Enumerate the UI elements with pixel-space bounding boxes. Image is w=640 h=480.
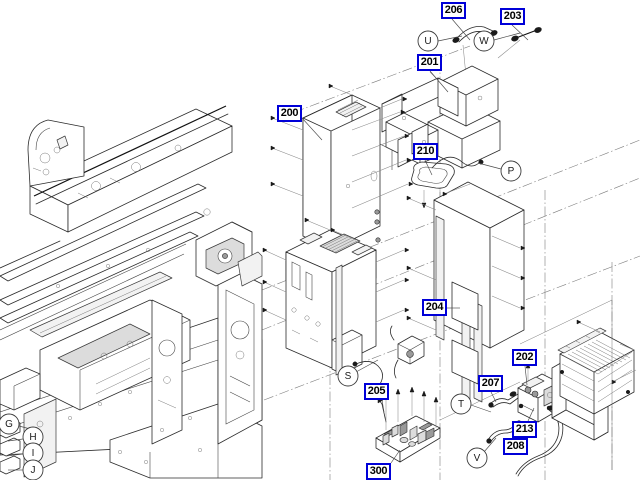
- balloon-circle-W: [473, 30, 495, 52]
- leader-300: [390, 449, 401, 464]
- part-label-202: 202: [512, 349, 537, 366]
- frame-fastener-details: [56, 248, 202, 464]
- part-label-213: 213: [512, 421, 537, 438]
- balloon-leader-T: [470, 404, 492, 413]
- balloon-V: V: [466, 447, 488, 469]
- cable-to-balloon-P: [431, 156, 484, 169]
- leader-206: [451, 18, 471, 41]
- balloon-W: W: [473, 30, 495, 52]
- leader-202: [524, 365, 528, 386]
- balloon-circle-S: [337, 365, 359, 387]
- lower-right-boundary: [439, 299, 613, 470]
- balloon-leader-P: [477, 162, 502, 170]
- control-enclosure: [262, 217, 410, 376]
- part-label-210: 210: [413, 143, 438, 160]
- balloon-leader-I: [5, 453, 24, 457]
- part-label-300: 300: [366, 463, 391, 480]
- balloon-label-G: G: [5, 419, 13, 430]
- balloon-label-U: U: [424, 36, 431, 47]
- balloon-callouts: U W P S T V G HIJ: [0, 30, 522, 480]
- left-end-plate: [27, 119, 85, 187]
- fastener-203: [497, 27, 542, 59]
- platen-rails: [0, 183, 207, 341]
- balloon-I: I: [22, 442, 44, 464]
- leader-203: [511, 24, 529, 41]
- leader-213: [527, 407, 535, 422]
- balloon-leader-W: [493, 32, 521, 41]
- balloon-circle-T: [450, 393, 472, 415]
- heatsink-unit: [551, 319, 637, 441]
- part-label-200: 200: [277, 105, 302, 122]
- balloon-label-S: S: [345, 371, 352, 382]
- leader-200: [301, 117, 323, 141]
- balloon-label-V: V: [474, 453, 481, 464]
- balloon-label-T: T: [458, 399, 464, 410]
- balloon-circle-G: [0, 413, 20, 435]
- leader-210: [424, 159, 433, 176]
- leader-205: [381, 399, 385, 413]
- balloon-circle-J: [22, 459, 44, 480]
- cover-panel-200: [270, 83, 414, 251]
- part-label-204: 204: [422, 299, 447, 316]
- heatsink-fins: [561, 339, 633, 403]
- connector-sub-204: [390, 325, 425, 379]
- harness-207: [488, 391, 519, 408]
- part-label-206: 206: [441, 2, 466, 19]
- pcb-300: [375, 386, 441, 463]
- balloon-circle-U: [417, 30, 439, 52]
- part-label-205: 205: [364, 383, 389, 400]
- balloon-leader-H: [7, 438, 24, 442]
- divider-plate: [151, 299, 183, 445]
- part-label-208: 208: [503, 438, 528, 455]
- balloon-S: S: [337, 365, 359, 387]
- part-label-201: 201: [417, 54, 442, 71]
- balloon-label-P: P: [508, 166, 515, 177]
- part-label-207: 207: [478, 375, 503, 392]
- printer-side-panel: [217, 261, 263, 445]
- balloon-leader-S: [355, 359, 379, 373]
- balloon-T: T: [450, 393, 472, 415]
- balloon-label-H: H: [29, 432, 36, 443]
- balloon-label-J: J: [31, 465, 36, 476]
- balloon-circle-P: [500, 160, 522, 182]
- balloon-label-W: W: [479, 36, 489, 47]
- leader-207: [490, 391, 497, 403]
- vent-grille: [319, 233, 361, 254]
- part-label-203: 203: [500, 8, 525, 25]
- balloon-U: U: [417, 30, 439, 52]
- balloon-J: J: [22, 459, 44, 480]
- balloon-leader-U: [437, 35, 463, 42]
- balloon-circle-V: [466, 447, 488, 469]
- carriage-beam: [29, 105, 233, 233]
- balloon-leader-V: [483, 437, 497, 453]
- balloon-label-I: I: [32, 448, 35, 459]
- leader-201: [429, 70, 449, 93]
- drive-cluster: [195, 221, 263, 287]
- part-label-leaders: [301, 18, 535, 464]
- balloon-G: G: [0, 413, 20, 435]
- balloon-P: P: [500, 160, 522, 182]
